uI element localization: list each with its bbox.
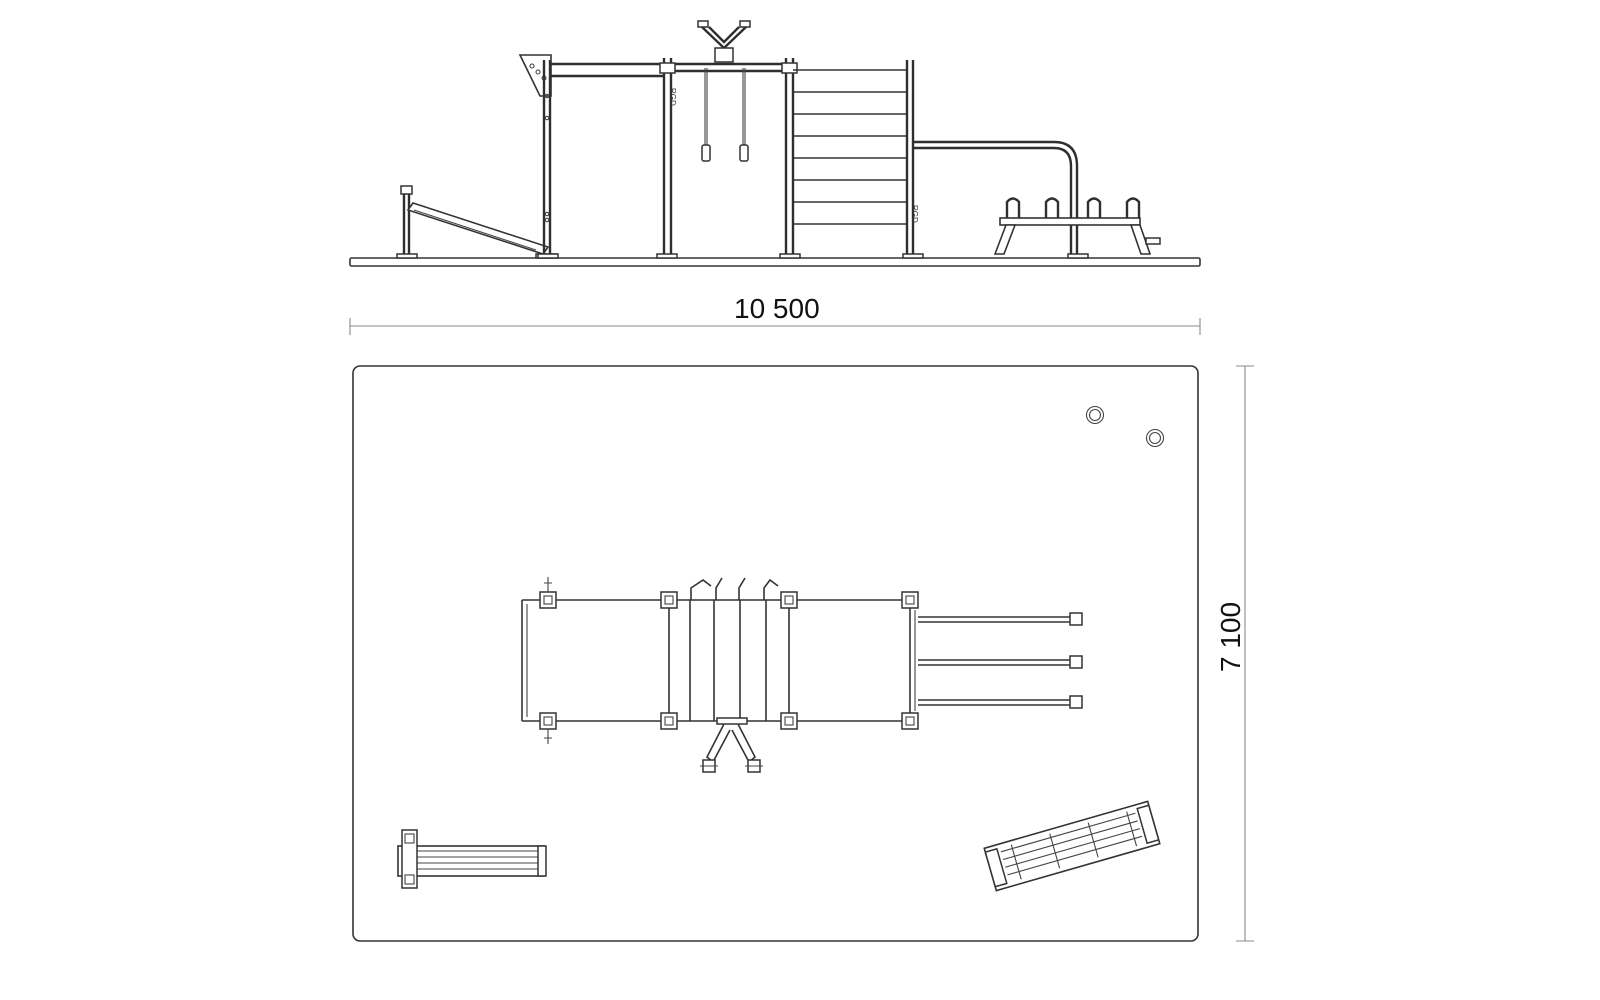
ground-base: [349, 257, 1201, 267]
inclined-sit-up-bench: [396, 185, 557, 259]
bollard-pair: [1085, 405, 1165, 448]
push-up-bench: [993, 197, 1161, 255]
gymnastic-rings-assembly: [697, 20, 751, 162]
side-brand-mark-left: RGD: [668, 88, 677, 106]
site-surface: [352, 365, 1199, 942]
wall-bars: RGD: [793, 60, 924, 259]
width-dimension: 10 500: [349, 293, 1201, 335]
front-elevation-view: RGD RGD: [349, 20, 1201, 267]
height-label: 7 100: [1215, 602, 1246, 672]
height-dimension: 7 100: [1215, 365, 1254, 942]
width-label: 10 500: [734, 293, 820, 324]
bench-plan-left: [397, 829, 547, 889]
left-pull-up-tower: [518, 54, 559, 259]
dip-and-push-up-station: [913, 140, 1089, 259]
plan-view: [352, 365, 1199, 942]
bench-plan-right: [983, 800, 1161, 892]
side-brand-mark-right: RGD: [910, 205, 919, 223]
parallel-bars-plan: [918, 612, 1083, 709]
ring-hanger-plan-bottom: [700, 717, 763, 773]
ring-hanger-plan-top: [690, 577, 779, 600]
center-pull-up-frame: RGD: [656, 58, 801, 259]
